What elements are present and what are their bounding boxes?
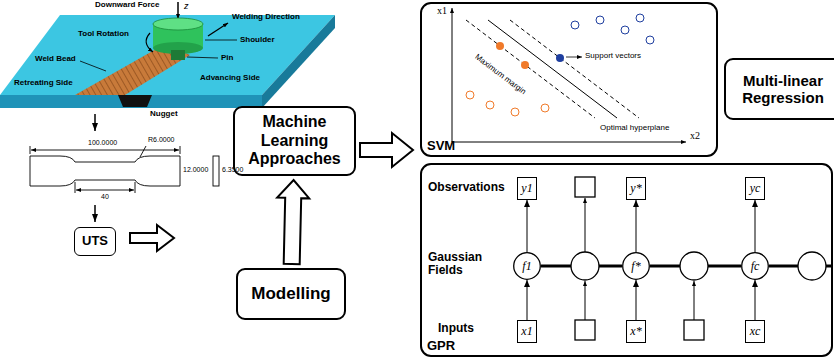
- node-text: Multi-linear Regression: [726, 72, 834, 107]
- row-label: Gaussian Fields: [428, 251, 500, 277]
- node-text: fc: [751, 259, 760, 274]
- force-label: Downward Force: [95, 1, 159, 10]
- field-line: [650, 265, 741, 268]
- svm-plot: [452, 8, 686, 142]
- input-box: xc: [745, 320, 765, 343]
- observation-box: yc: [745, 177, 765, 200]
- panel-title: GPR: [427, 338, 455, 353]
- part-label: Weld Bead: [35, 55, 76, 64]
- flow-arrow: [94, 114, 96, 131]
- hollow-arrow: [360, 133, 413, 167]
- arrow-connector: [636, 200, 637, 252]
- nugget: [118, 95, 152, 107]
- method-box: Multi-linear Regression: [724, 58, 834, 120]
- leader-lines: [80, 40, 237, 71]
- workpiece-plate: [0, 15, 335, 108]
- node-text: yc: [750, 181, 761, 196]
- node-text: Modelling: [251, 284, 330, 304]
- arrow-connector: [527, 200, 528, 252]
- flow-arrow: [94, 205, 96, 222]
- arrow-connector: [755, 200, 756, 252]
- axis-label: x2: [690, 130, 700, 141]
- node-text: xc: [750, 324, 761, 339]
- node-text: x1: [521, 324, 532, 339]
- dimension: 12.0000: [183, 166, 208, 174]
- part-label: Tool Rotation: [78, 30, 129, 39]
- input-box: x1: [517, 320, 537, 343]
- node-text: f1: [522, 259, 531, 274]
- arrow-connector: [527, 280, 528, 320]
- field-circle: f1: [513, 252, 541, 280]
- row-label: Inputs: [438, 322, 474, 335]
- node-text: Machine Learning Approaches: [235, 113, 354, 168]
- annotation: Support vectors: [585, 52, 641, 61]
- part-label: Welding Direction: [232, 13, 300, 22]
- gpr-graph: [585, 198, 831, 320]
- arrow-connector: [636, 280, 637, 320]
- svm-panel: SVM: [420, 2, 718, 157]
- arrow-connector: [755, 280, 756, 320]
- method-box: Machine Learning Approaches: [233, 106, 356, 176]
- field-line: [541, 265, 622, 268]
- field-circle: fc: [741, 252, 769, 280]
- part-label: Pin: [221, 54, 233, 63]
- field-circle: f*: [622, 252, 650, 280]
- observation-box: y1: [517, 177, 537, 200]
- node-text: UTS: [82, 234, 108, 249]
- part-label: Nugget: [150, 110, 178, 119]
- node-text: y*: [630, 181, 641, 196]
- weld-bead: [75, 44, 190, 95]
- row-label: Observations: [428, 181, 505, 194]
- fsw-tool: [146, 2, 228, 60]
- node-text: x*: [630, 324, 641, 339]
- part-label: Retreating Side: [14, 79, 73, 88]
- result-box: UTS: [74, 227, 116, 256]
- annotation: Optimal hyperplane: [600, 124, 669, 133]
- part-label: Shoulder: [240, 36, 275, 45]
- node-text: f*: [631, 259, 640, 274]
- part-label: Advancing Side: [200, 74, 260, 83]
- annotation: Maximum margin: [473, 53, 527, 97]
- dimension: 100.0000: [88, 139, 117, 147]
- dimension: 6.3500: [222, 166, 243, 174]
- axis-label: x1: [437, 5, 447, 16]
- dimension: 40: [101, 193, 109, 201]
- observation-box: y*: [626, 177, 646, 200]
- hollow-arrow: [130, 225, 174, 251]
- input-box: x*: [626, 320, 646, 343]
- hollow-arrow: [277, 180, 309, 264]
- process-box: Modelling: [236, 268, 346, 320]
- tensile-specimen: [30, 146, 219, 193]
- node-text: y1: [521, 181, 532, 196]
- axis-label: z: [184, 2, 189, 12]
- panel-title: SVM: [427, 138, 455, 153]
- dimension: R6.0000: [148, 136, 174, 144]
